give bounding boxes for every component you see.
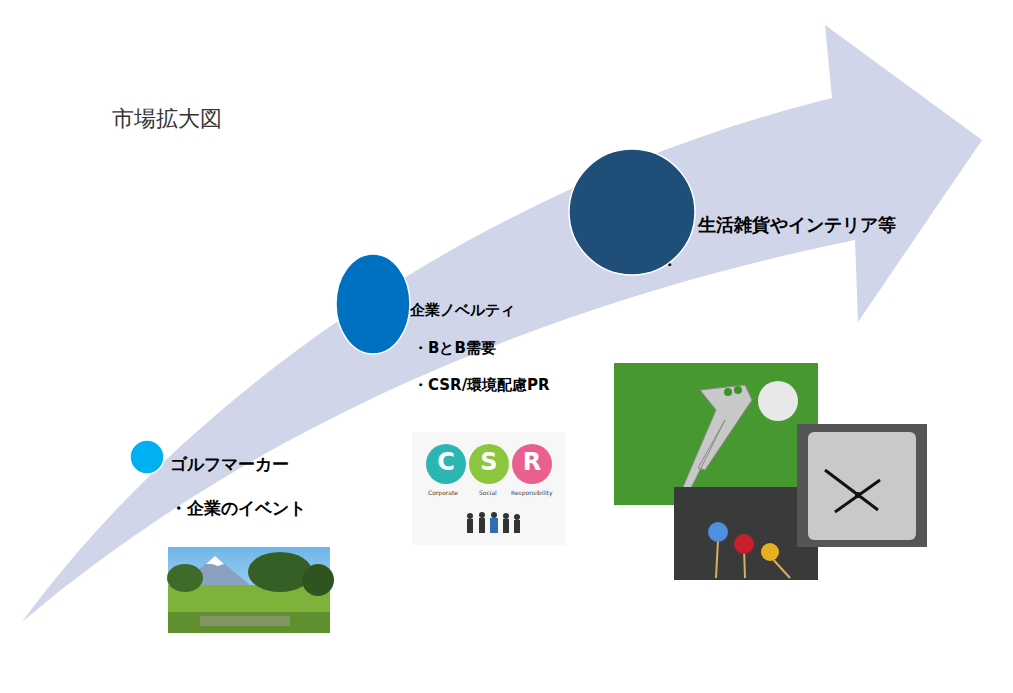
stray-dot: ・	[662, 256, 677, 274]
csr-letter: S	[469, 448, 509, 477]
market-stage: ゴルフマーカー・企業のイベント	[128, 438, 348, 528]
market-stage: 生活雑貨やインテリア等	[568, 148, 948, 278]
csr-caption: Corporate	[428, 489, 458, 496]
stage-circle-shape	[569, 149, 695, 275]
stage-heading: ゴルフマーカー	[170, 454, 289, 474]
csr-letter: R	[512, 448, 552, 477]
csr-image	[412, 432, 565, 545]
stage-circle-shape	[336, 254, 410, 354]
stage-heading: 企業ノベルティ	[410, 301, 515, 319]
stage-point: ・BとB需要	[413, 339, 496, 357]
diagram-title: 市場拡大図	[112, 106, 222, 132]
stage-heading: 生活雑貨やインテリア等	[698, 214, 896, 236]
csr-caption: Responsibility	[511, 489, 553, 496]
golf-photo	[167, 547, 334, 633]
csr-letter: C	[426, 448, 466, 477]
stage-circle	[568, 148, 948, 278]
stage-circle-shape	[130, 440, 164, 474]
csr-caption: Social	[479, 489, 497, 496]
stage-point: ・企業のイベント	[170, 498, 306, 518]
market-stage: 企業ノベルティ・BとB需要・CSR/環境配慮PR	[335, 252, 585, 402]
product-photos	[614, 363, 927, 580]
growth-arrow	[22, 25, 982, 622]
stage-point: ・CSR/環境配慮PR	[413, 376, 550, 394]
